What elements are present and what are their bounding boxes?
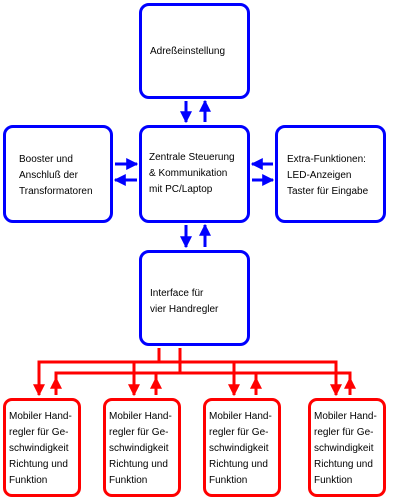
central-control-box: Zentrale Steuerung & Kommunikation mit P… — [139, 125, 250, 223]
box-label-line: Funktion — [109, 475, 148, 486]
interface-box: Interface für vier Handregler — [139, 250, 250, 346]
box-label-line: Richtung und — [109, 459, 168, 470]
box-label-line: Taster für Eingabe — [287, 186, 369, 197]
box-label-line: mit PC/Laptop — [149, 184, 213, 195]
box-label-line: schwindigkeit — [314, 443, 374, 454]
box-label-line: Mobiler Hand- — [314, 411, 377, 422]
box-label-line: Richtung und — [209, 459, 268, 470]
box-label-line: regler für Ge- — [9, 427, 69, 438]
handregler-box-3: Mobiler Hand- regler für Ge- schwindigke… — [203, 398, 281, 497]
box-label-line: LED-Anzeigen — [287, 170, 352, 181]
box-label-line: Funktion — [314, 475, 353, 486]
box-label-line: & Kommunikation — [149, 168, 228, 179]
box-label-line: schwindigkeit — [109, 443, 169, 454]
box-label-line: Mobiler Hand- — [209, 411, 272, 422]
box-label-line: Interface für — [150, 288, 204, 299]
box-label-line: Zentrale Steuerung — [149, 152, 235, 163]
box-label-line: Adreßeinstellung — [150, 46, 226, 57]
handregler-box-2: Mobiler Hand- regler für Ge- schwindigke… — [103, 398, 181, 497]
handregler-box-4: Mobiler Hand- regler für Ge- schwindigke… — [308, 398, 386, 497]
box-label-line: vier Handregler — [150, 304, 219, 315]
bus-interface-down — [37, 348, 338, 378]
box-label-line: schwindigkeit — [9, 443, 69, 454]
box-label-line: Funktion — [9, 475, 48, 486]
box-label-line: Richtung und — [9, 459, 68, 470]
box-label-line: Mobiler Hand- — [109, 411, 172, 422]
bus-interface-up — [54, 348, 352, 395]
box-label-line: schwindigkeit — [209, 443, 269, 454]
handregler-box-1: Mobiler Hand- regler für Ge- schwindigke… — [3, 398, 81, 497]
extra-functions-box: Extra-Funktionen: LED-Anzeigen Taster fü… — [275, 125, 386, 223]
box-label-line: Funktion — [209, 475, 248, 486]
box-label-line: Mobiler Hand- — [9, 411, 72, 422]
box-label-line: Transformatoren — [19, 186, 93, 197]
box-label-line: Extra-Funktionen: — [287, 154, 366, 165]
booster-box: Booster und Anschluß der Transformatoren — [3, 125, 113, 223]
box-label-line: Booster und — [19, 154, 73, 165]
box-label-line: regler für Ge- — [209, 427, 269, 438]
box-label-line: regler für Ge- — [109, 427, 169, 438]
box-label-line: Anschluß der — [19, 170, 78, 181]
box-label-line: Richtung und — [314, 459, 373, 470]
address-setting-box: Adreßeinstellung — [139, 3, 250, 99]
box-label-line: regler für Ge- — [314, 427, 374, 438]
